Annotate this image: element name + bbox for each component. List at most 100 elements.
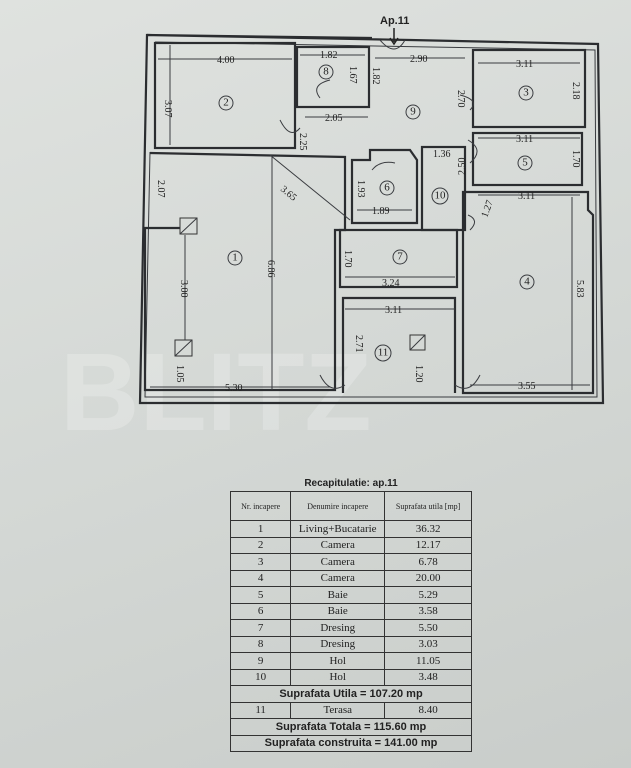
apartment-label: Ap.11 [380,15,409,27]
dim-label: 1.93 [355,180,366,198]
room-number: 8 [323,66,329,78]
dim-label: 1.82 [370,67,381,85]
dim-label: 3.24 [382,278,400,289]
header-name: Denumire incapere [290,491,386,521]
room-number: 6 [384,182,390,194]
dim-label: 6.86 [265,260,276,278]
dim-label: 1.05 [174,365,185,383]
suprafata-utila: Suprafata Utila = 107.20 mp [230,685,472,703]
door-arcs [279,39,481,389]
room-11-outline [341,296,457,393]
shaft-icon [174,339,193,357]
cell-nr: 7 [229,619,292,637]
cell-area: 11.05 [384,652,472,670]
shaft-icon [179,217,198,235]
room-number: 7 [397,251,403,263]
outer-wall-inner [144,41,598,398]
cell-nr: 5 [229,586,292,604]
room-2-outline [153,41,297,150]
dim-label: 1.67 [347,66,358,84]
table-title: Recapitulatie: ap.11 [304,478,398,489]
room-3-outline [471,48,587,129]
cell-name: Baie [290,586,386,604]
room-numbers: 1 2 3 4 5 6 7 8 9 10 11 [218,64,535,362]
dim-label: 1.36 [433,149,451,160]
cell-nr: 11 [229,701,292,719]
header-area: Suprafata utila [mp] [384,491,472,521]
cell-area: 12.17 [384,536,472,554]
watermark: BLITZ [60,331,372,454]
dim-label: 2.90 [410,54,428,65]
outer-wall [138,33,605,405]
room-number: 10 [435,190,447,202]
dim-label: 4.00 [217,55,235,66]
cell-name: Hol [290,668,386,686]
suprafata-construita: Suprafata construita = 141.00 mp [230,734,472,752]
dim-label: 2.05 [325,113,343,124]
dim-label: 1.82 [320,50,338,61]
dim-label: 1.27 [479,199,495,219]
cell-area: 20.00 [384,569,472,587]
room-1-outline [143,151,347,392]
dim-label: 2.07 [155,180,166,198]
dim-label: 1.20 [413,365,424,383]
cell-nr: 6 [229,602,292,620]
room-number: 1 [232,252,238,264]
cell-name: Terasa [290,701,386,719]
cell-name: Dresing [290,619,386,637]
dim-label: 3.11 [516,134,533,145]
room-number: 4 [524,276,530,288]
dim-label: 2.70 [455,90,466,108]
dim-label: 5.30 [225,383,243,394]
dim-label: 2.25 [297,133,308,151]
dim-label: 3.11 [518,191,535,202]
dim-label: 3.07 [162,100,173,118]
cell-nr: 3 [229,553,292,571]
summary-row-construita: Suprafata construita = 141.00 mp [230,734,472,752]
table-row-terasa: 11 Terasa 8.40 [229,701,472,719]
summary-row-utila: Suprafata Utila = 107.20 mp [230,685,472,703]
dim-label: 1.70 [342,250,353,268]
dim-label: 3.11 [385,305,402,316]
cell-area: 36.32 [384,520,472,538]
cell-name: Baie [290,602,386,620]
room-number: 11 [378,347,389,359]
cell-area: 3.58 [384,602,472,620]
cell-area: 6.78 [384,553,472,571]
shaft-icon [409,334,426,351]
room-8-outline [295,45,371,109]
dim-label: 2.18 [570,82,581,100]
floor-plan: BLITZ Ap.11 1 2 3 4 5 6 7 8 9 10 11 4.00… [60,15,605,454]
room-5-outline [471,131,584,187]
header-nr: Nr. incapere [229,491,292,521]
room-7-outline [338,228,459,289]
cell-name: Hol [290,652,386,670]
dim-label: 1.89 [372,206,390,217]
dim-label: 3.65 [278,184,298,204]
cell-name: Camera [290,536,386,554]
dim-label: 3.11 [516,59,533,70]
room-number: 2 [223,97,229,109]
cell-area: 5.50 [384,619,472,637]
room-number: 3 [523,87,529,99]
cell-nr: 9 [229,652,292,670]
dim-label: 3.00 [178,280,189,298]
cell-area: 5.29 [384,586,472,604]
cell-area: 3.48 [384,668,472,686]
area-summary-table: Recapitulatie: ap.11 Nr. incapere Denumi… [229,478,472,752]
table-header-row: Nr. incapere Denumire incapere Suprafata… [229,491,472,521]
room-number: 5 [522,157,528,169]
cell-nr: 4 [229,569,292,587]
cell-name: Camera [290,553,386,571]
cell-nr: 8 [229,635,292,653]
dim-label: 3.55 [518,381,536,392]
